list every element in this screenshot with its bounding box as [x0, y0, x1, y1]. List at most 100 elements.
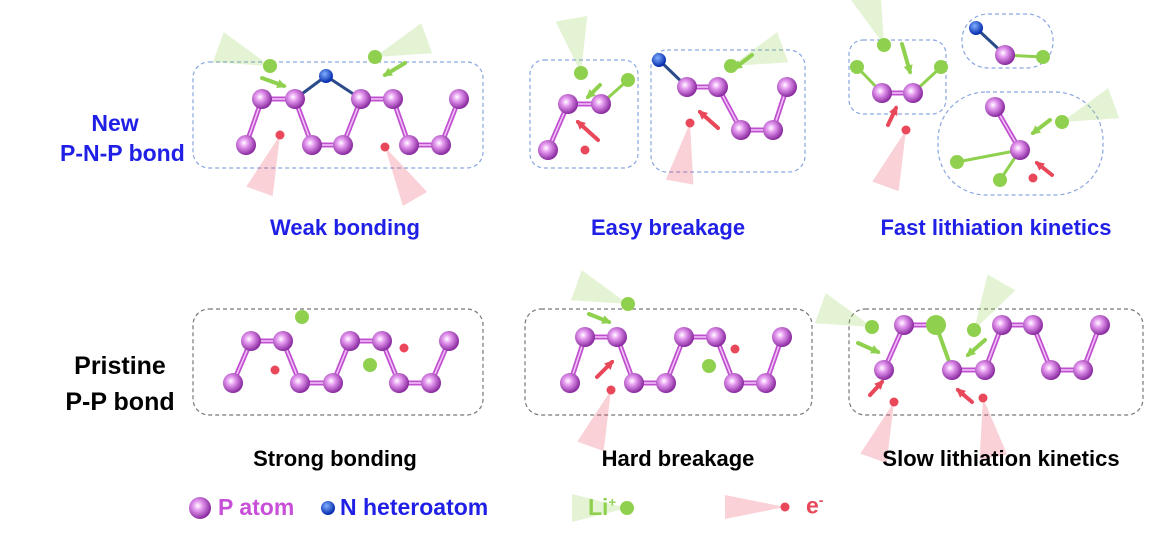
arrow-head: [601, 315, 612, 324]
li-ion: [950, 155, 964, 169]
li-ion: [967, 323, 981, 337]
n-atom: [321, 501, 335, 515]
dashed-box: [192, 308, 484, 416]
li-ion: [926, 315, 946, 335]
dashed-box: [650, 49, 806, 173]
dashed-box: [961, 13, 1054, 69]
li-cone: [731, 32, 789, 66]
electron: [901, 125, 911, 135]
p-atom: [323, 373, 343, 393]
legend-li-cone: [572, 494, 627, 522]
p-atom: [431, 135, 451, 155]
p-atom: [656, 373, 676, 393]
electron: [978, 393, 988, 403]
electron: [606, 385, 616, 395]
p-atom: [558, 94, 578, 114]
p-atom: [995, 45, 1015, 65]
e-cone: [385, 147, 428, 206]
legend-e: e-: [806, 492, 823, 520]
bond: [955, 148, 1022, 164]
p-atom: [383, 89, 403, 109]
arrow-head: [382, 67, 393, 77]
p-atom: [975, 360, 995, 380]
p-atom: [985, 97, 1005, 117]
arrow-head: [1030, 125, 1041, 135]
p-atom: [772, 327, 792, 347]
arrow-head: [955, 388, 966, 398]
legend-electron: [780, 502, 790, 512]
arrow-head: [732, 60, 743, 70]
legend-li-ion: [620, 501, 634, 515]
p-atom: [942, 360, 962, 380]
dashed-box: [192, 61, 484, 169]
row-label-line: Pristine: [74, 352, 166, 380]
p-atom: [290, 373, 310, 393]
li-ion: [1055, 115, 1069, 129]
li-ion: [263, 59, 277, 73]
p-atom: [1041, 360, 1061, 380]
p-atom: [439, 331, 459, 351]
li-cone: [814, 293, 872, 327]
p-atom: [1090, 315, 1110, 335]
arrow-head: [889, 105, 898, 116]
dashed-box: [937, 91, 1104, 196]
electron: [889, 397, 899, 407]
n-atom: [652, 53, 666, 67]
e-cone: [665, 123, 694, 185]
caption-weak-bonding: Weak bonding: [270, 215, 420, 240]
li-ion: [574, 66, 588, 80]
electron: [275, 130, 285, 140]
p-atom: [421, 373, 441, 393]
li-cone: [851, 0, 884, 45]
p-atom: [903, 83, 923, 103]
p-atom: [992, 315, 1012, 335]
p-atom: [340, 331, 360, 351]
electron: [1028, 173, 1038, 183]
li-ion: [850, 60, 864, 74]
li-ion: [368, 50, 382, 64]
p-atom: [273, 331, 293, 351]
arrow-head: [585, 89, 596, 100]
li-cone: [1062, 88, 1120, 122]
caption-fast-kinetics: Fast lithiation kinetics: [880, 215, 1112, 240]
dashed-box: [848, 308, 1144, 416]
li-cone: [570, 270, 628, 304]
li-ion: [702, 359, 716, 373]
li-cone: [375, 23, 433, 58]
li-ion: [934, 60, 948, 74]
p-atom: [351, 89, 371, 109]
p-atom: [236, 135, 256, 155]
n-atom: [319, 69, 333, 83]
p-atom: [874, 360, 894, 380]
n-atom: [969, 21, 983, 35]
row-label-pristine: Pristine P-P bond: [40, 348, 200, 420]
e-cone: [246, 135, 280, 197]
e-cone: [979, 398, 1008, 460]
li-ion: [295, 310, 309, 324]
arrow-head: [276, 79, 287, 88]
p-atom: [449, 89, 469, 109]
caption-strong-bonding: Strong bonding: [253, 446, 417, 471]
row-label-line: P-P bond: [65, 388, 175, 416]
legend-e-cone: [725, 495, 785, 519]
p-atom: [302, 135, 322, 155]
electron: [730, 344, 740, 354]
arrow-head: [604, 359, 615, 370]
arrow-head: [870, 345, 881, 354]
caption-slow-kinetics: Slow lithiation kinetics: [882, 446, 1120, 471]
p-atom: [724, 373, 744, 393]
p-atom: [777, 77, 797, 97]
p-atom: [607, 327, 627, 347]
p-atom: [575, 327, 595, 347]
arrow-head: [965, 347, 976, 357]
row-label-line: P-N-P bond: [60, 140, 185, 166]
e-cone: [872, 130, 906, 192]
electron: [580, 145, 590, 155]
legend-e-sup: -: [818, 492, 824, 508]
p-atom: [538, 140, 558, 160]
legend-n-atom: N heteroatom: [340, 494, 489, 520]
li-ion: [993, 173, 1007, 187]
p-atom: [399, 135, 419, 155]
li-cone: [974, 274, 1016, 330]
p-atom: [756, 373, 776, 393]
